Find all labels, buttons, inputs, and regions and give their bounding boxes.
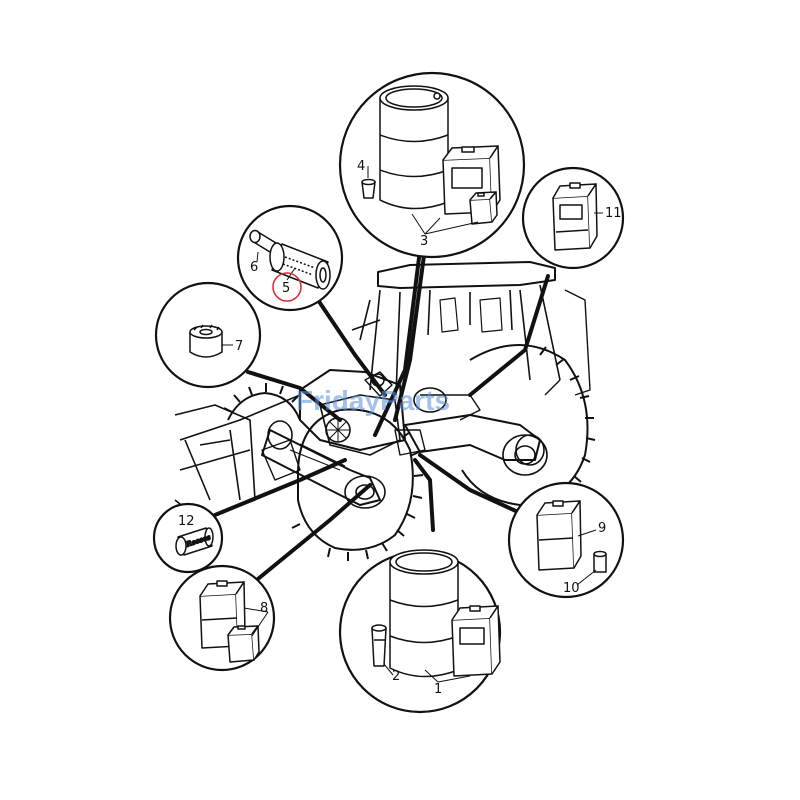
callout-label-5: 5 [282,281,290,296]
callout-label-1: 1 [434,682,442,697]
oil-can-icon [451,605,501,677]
hose-cartridge-icon: Reeses [175,527,214,556]
backhoe-loader-drawing [174,261,596,561]
oil-filter-icon [189,324,223,358]
front-axle-drawing [261,420,386,509]
highlight-ring-part-5[interactable] [272,272,302,302]
filter-element-icon [269,242,331,290]
grease-cartridge-icon [371,624,387,667]
callout-label-11: 11 [605,206,622,221]
oil-can-icon [536,500,582,571]
callout-label-8: 8 [260,601,268,616]
rear-wheel-drawing [461,344,596,509]
callout-label-12: 12 [178,514,195,529]
callout-label-9: 9 [598,521,606,536]
oil-drum-icon [379,85,449,210]
callout-label-10: 10 [563,581,580,596]
body-drawing [299,369,406,451]
callout-label-4: 4 [357,159,365,174]
callout-label-6: 6 [250,260,258,275]
watermark-text: FridayParts [296,385,450,416]
callout-label-7: 7 [235,339,243,354]
small-oil-can-icon [227,625,260,663]
small-oil-can-icon [469,191,498,225]
callout-label-3: 3 [420,234,428,249]
leader-lines [213,246,550,585]
small-canister-icon [593,550,607,573]
rear-axle-drawing [394,387,545,466]
oil-drum-icon [389,549,459,678]
loader-arm-drawing [174,394,301,521]
cab-frame-drawing [351,284,561,396]
callout-label-2: 2 [392,669,400,684]
small-cup-icon [361,178,376,199]
cab-roof-drawing [377,261,556,289]
callout-labels: 3 4 11 6 5 7 12 8 1 2 9 10 [178,159,622,697]
oil-can-icon [552,182,598,251]
